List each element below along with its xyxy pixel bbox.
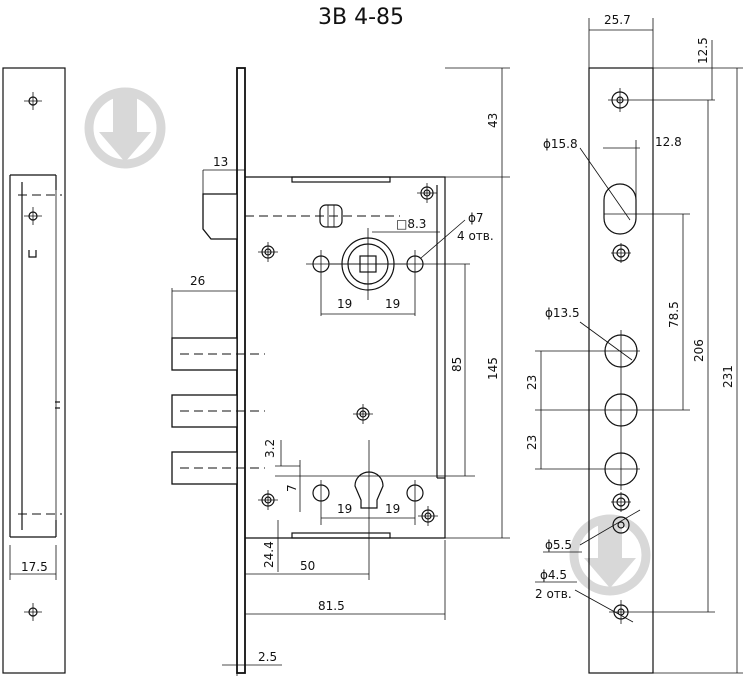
dim-phi-5-5: ϕ5.5 bbox=[545, 538, 572, 552]
dim-phi-7: ϕ7 bbox=[468, 211, 484, 225]
screw-hole-icon bbox=[608, 88, 715, 112]
dim-2-5: 2.5 bbox=[258, 650, 277, 664]
dim-50: 50 bbox=[300, 559, 315, 573]
dim-4-holes: 4 отв. bbox=[457, 229, 494, 243]
dim-85: 85 bbox=[450, 357, 464, 372]
dim-phi-13-5: ϕ13.5 bbox=[545, 306, 580, 320]
face-plate-view: 25.7 12.5 ϕ15.8 12.8 78.5 ϕ13.5 206 231 … bbox=[525, 13, 743, 674]
dim-43: 43 bbox=[486, 113, 500, 128]
screw-icon bbox=[611, 243, 631, 263]
screw-icon bbox=[353, 404, 373, 424]
download-watermark-icon-2 bbox=[569, 514, 651, 596]
screw-icon bbox=[417, 183, 437, 203]
dim-12-8: 12.8 bbox=[655, 135, 682, 149]
dim-23-upper: 23 bbox=[525, 375, 539, 390]
screw-icon bbox=[258, 242, 278, 262]
dim-26: 26 bbox=[190, 274, 205, 288]
screw-hole-icon bbox=[609, 600, 715, 624]
download-watermark-icon bbox=[84, 87, 166, 169]
drawing-title: 3В 4-85 bbox=[318, 5, 404, 30]
dim-19-bottom-right: 19 bbox=[385, 502, 400, 516]
side-plate-view: 17.5 bbox=[2, 67, 66, 674]
dim-19-top-left: 19 bbox=[337, 297, 352, 311]
dim-phi-15-8: ϕ15.8 bbox=[543, 137, 578, 151]
dim-19-top-right: 19 bbox=[385, 297, 400, 311]
dim-78-5: 78.5 bbox=[667, 301, 681, 328]
dim-13: 13 bbox=[213, 155, 228, 169]
dim-square-8-3: □8.3 bbox=[396, 217, 426, 231]
dim-12-5: 12.5 bbox=[696, 37, 710, 64]
dim-3-2: 3.2 bbox=[263, 439, 277, 458]
dim-23-lower: 23 bbox=[525, 435, 539, 450]
dim-24-4: 24.4 bbox=[262, 541, 276, 568]
screw-hole-icon bbox=[24, 603, 42, 621]
dim-7: 7 bbox=[285, 484, 299, 492]
screw-hole-icon bbox=[24, 207, 42, 225]
screw-icon bbox=[258, 490, 278, 510]
screw-hole-icon bbox=[24, 92, 42, 110]
dim-2-holes: 2 отв. bbox=[535, 587, 572, 601]
lock-body-view: 13 26 19 19 □8.3 ϕ7 4 отв. 43 145 85 3.2 bbox=[171, 67, 510, 676]
dim-19-bottom-left: 19 bbox=[337, 502, 352, 516]
dim-17-5: 17.5 bbox=[21, 560, 48, 574]
dim-231: 231 bbox=[721, 365, 735, 388]
dim-206: 206 bbox=[692, 339, 706, 362]
screw-icon bbox=[418, 506, 438, 526]
dim-81-5: 81.5 bbox=[318, 599, 345, 613]
dim-145: 145 bbox=[486, 357, 500, 380]
dim-phi-4-5: ϕ4.5 bbox=[540, 568, 567, 582]
dim-25-7: 25.7 bbox=[604, 13, 631, 27]
screw-icon bbox=[611, 492, 631, 512]
